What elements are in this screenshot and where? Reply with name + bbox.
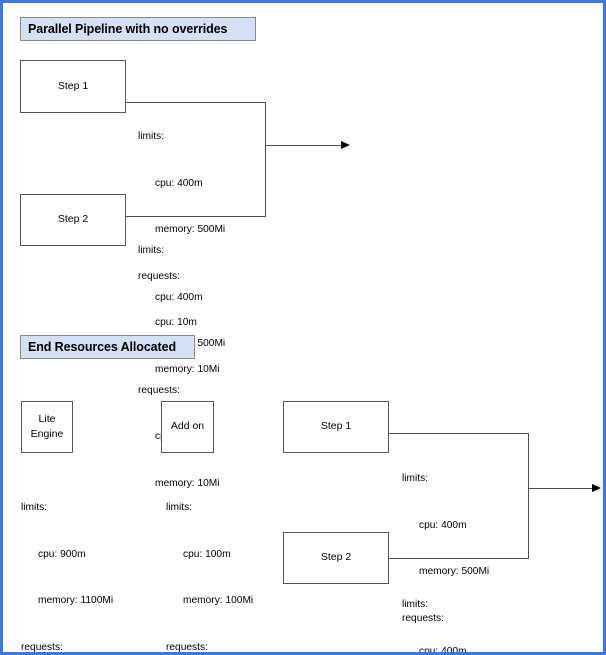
edge-bottom-step-2-horizontal [389, 558, 529, 560]
limits-header: limits: [402, 599, 429, 610]
node-lite-engine-label-line-1: Lite [38, 412, 56, 425]
limits-header: limits: [138, 245, 165, 256]
requests-header: requests: [166, 641, 208, 653]
limits-cpu: cpu: 400m [155, 291, 203, 303]
node-lite-engine-label-line-2: Engine [30, 428, 64, 440]
edge-top-step-2-horizontal [126, 216, 266, 218]
limits-memory: memory: 500Mi [419, 566, 490, 577]
node-top-step-1[interactable]: Step 1 [20, 60, 126, 113]
arrow-head-bottom-pipeline [592, 484, 601, 492]
resources-bottom-step-1: limits: cpu: 400m memory: 500Mi requests… [402, 440, 490, 652]
resources-top-step-1: limits: cpu: 400m memory: 500Mi requests… [138, 98, 225, 408]
limits-header: limits: [138, 131, 165, 142]
limits-cpu: cpu: 400m [155, 177, 203, 189]
edge-top-step-1-horizontal [126, 102, 266, 104]
node-add-on-label: Add on [170, 420, 205, 433]
node-top-step-2-label: Step 2 [57, 213, 89, 226]
limits-memory: memory: 100Mi [183, 595, 254, 606]
limits-header: limits: [402, 473, 429, 484]
requests-cpu: cpu: 10m [155, 317, 197, 328]
limits-header: limits: [21, 502, 48, 513]
section-title-end-resources: End Resources Allocated [20, 335, 195, 359]
limits-memory: memory: 500Mi [155, 224, 226, 235]
edge-bottom-arrow-line [528, 488, 596, 490]
resources-add-on: limits: cpu: 100m memory: 100Mi requests… [166, 469, 254, 653]
limits-cpu: cpu: 100m [183, 548, 231, 560]
node-bottom-step-2[interactable]: Step 2 [283, 532, 389, 584]
requests-header: requests: [138, 270, 180, 282]
resources-lite-engine: limits: cpu: 900m memory: 1100Mi request… [21, 469, 114, 653]
requests-memory: memory: 10Mi [155, 477, 220, 489]
requests-memory: memory: 10Mi [155, 363, 220, 375]
limits-memory: memory: 1100Mi [38, 595, 114, 606]
edge-bottom-join-vertical [528, 433, 530, 559]
edge-top-join-vertical [265, 102, 267, 217]
limits-cpu: cpu: 400m [419, 519, 467, 531]
limits-header: limits: [166, 502, 193, 513]
edge-bottom-step-1-horizontal [389, 433, 529, 435]
node-top-step-2[interactable]: Step 2 [20, 194, 126, 246]
limits-cpu: cpu: 900m [38, 548, 86, 560]
node-lite-engine[interactable]: Lite Engine [21, 401, 73, 453]
node-bottom-step-1[interactable]: Step 1 [283, 401, 389, 453]
node-top-step-1-label: Step 1 [57, 79, 89, 92]
requests-header: requests: [21, 641, 63, 653]
section-title-parallel-pipeline: Parallel Pipeline with no overrides [20, 17, 256, 41]
node-bottom-step-2-label: Step 2 [320, 551, 352, 564]
limits-cpu: cpu: 400m [419, 645, 467, 655]
requests-header: requests: [138, 384, 180, 396]
node-add-on[interactable]: Add on [161, 401, 214, 453]
resources-bottom-step-2: limits: cpu: 400m memory: 500Mi requests… [402, 566, 489, 655]
node-bottom-step-1-label: Step 1 [320, 420, 352, 433]
edge-top-arrow-line [265, 145, 343, 147]
arrow-head-top-pipeline [341, 141, 350, 149]
requests-header: requests: [402, 612, 444, 624]
